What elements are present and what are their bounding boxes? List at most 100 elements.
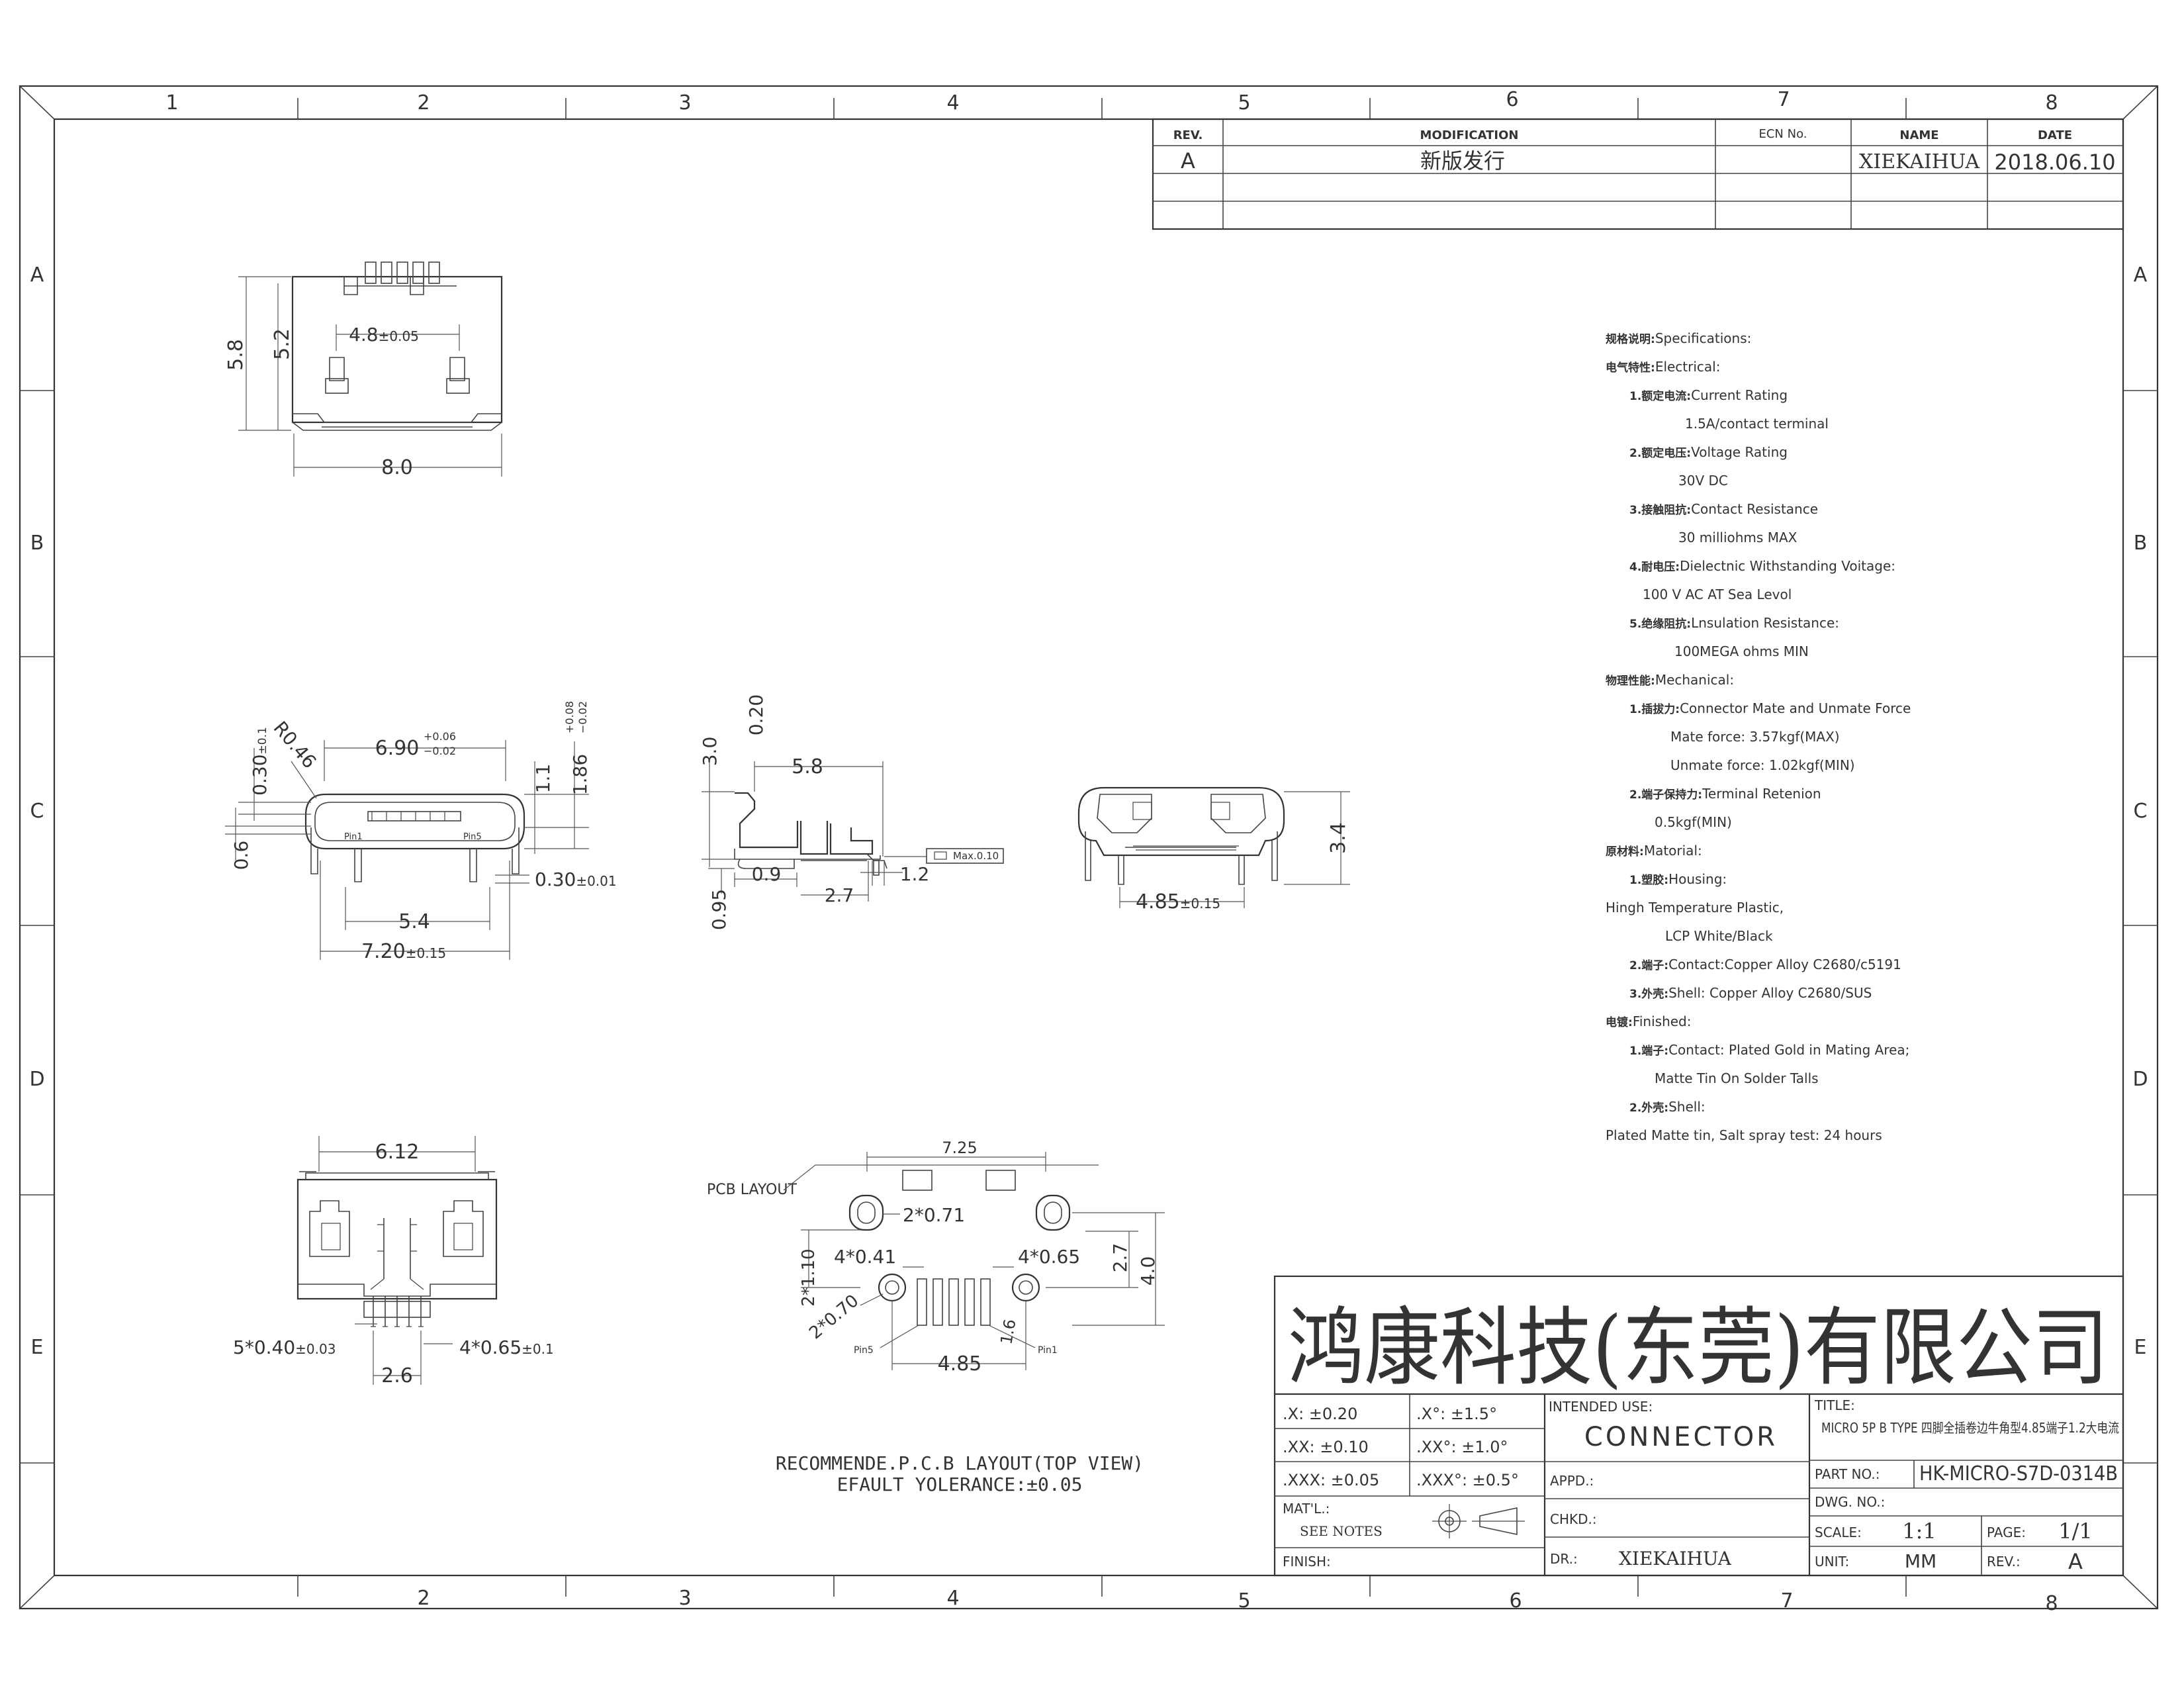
spec-line: 30 milliohms MAX (1678, 530, 1797, 545)
dim-4-85-pcb: 4.85 (938, 1352, 982, 1376)
spec-line: 1.塑胶:Housing: (1629, 871, 1727, 887)
dim-4-8: 4.8±0.05 (349, 324, 419, 346)
zone-bottom-3: 3 (678, 1587, 691, 1610)
side-view: 3.0 0.20 5.8 0.9 2.7 1.2 0.95 Max.0.10 (699, 694, 1004, 930)
dim-6-90: 6.90 (375, 737, 420, 760)
spec-line: 2.外壳:Shell: (1629, 1099, 1706, 1115)
rev-label: REV.: (1987, 1554, 2021, 1570)
unit-value: MM (1905, 1550, 1936, 1572)
date-header: DATE (2038, 128, 2072, 142)
zone-bottom-6: 6 (1509, 1589, 1522, 1613)
unit-label: UNIT: (1815, 1554, 1849, 1570)
dim-1-86-lower: −0.02 (576, 701, 589, 733)
pcb-caption-line2: EFAULT YOLERANCE:±0.05 (837, 1474, 1083, 1495)
zone-ticks (20, 98, 2158, 1597)
spec-line: 物理性能:Mechanical: (1606, 672, 1734, 688)
revision-table: REV. MODIFICATION ECN No. NAME DATE A 新版… (1152, 118, 2124, 230)
zone-left-d: D (29, 1068, 44, 1091)
dim-7-20: 7.20±0.15 (361, 940, 446, 963)
intended-use-value: CONNECTOR (1584, 1422, 1778, 1452)
dim-6-90-upper: +0.06 (424, 730, 456, 743)
dim-0-6: 0.6 (230, 841, 252, 870)
zone-top-7: 7 (1777, 88, 1790, 111)
spec-line: LCP White/Black (1665, 928, 1773, 944)
pcb-layout-label: PCB LAYOUT (707, 1182, 797, 1198)
pin5-label: Pin5 (463, 832, 482, 842)
spec-line: 电气特性:Electrical: (1606, 359, 1720, 375)
zone-bottom-8: 8 (2045, 1592, 2058, 1615)
spec-line: 30V DC (1678, 473, 1728, 489)
spec-line: 2.端子:Contact:Copper Alloy C2680/c5191 (1629, 957, 1901, 972)
dim-0-95: 0.95 (708, 889, 730, 930)
finish-label: FINISH: (1283, 1554, 1331, 1570)
sheet-border (19, 85, 2159, 1610)
page-value: 1/1 (2058, 1519, 2093, 1544)
dim-5-2: 5.2 (271, 328, 294, 360)
rev-block-value: A (2068, 1549, 2083, 1574)
name-value: XIEKAIHUA (1859, 150, 1979, 173)
appd-label: APPD.: (1550, 1473, 1594, 1489)
zone-left-e: E (31, 1336, 44, 1359)
dim-1-86: 1.86 (569, 754, 591, 795)
zone-left-c: C (30, 800, 44, 823)
dim-2-6-bottom: 2.6 (381, 1364, 413, 1387)
spec-line: 0.5kgf(MIN) (1655, 814, 1732, 830)
dim-4x0-65-pcb: 4*0.65 (1018, 1246, 1080, 1268)
spec-line: 原材料:Matorial: (1606, 843, 1702, 859)
intended-use-label: INTENDED USE: (1549, 1399, 1653, 1415)
dr-value: XIEKAIHUA (1619, 1548, 1732, 1570)
company-name: 鸿康科技(东莞)有限公司 (1288, 1299, 2109, 1397)
dim-6-12: 6.12 (375, 1141, 420, 1164)
title-block: 鸿康科技(东莞)有限公司 .X: ±0.20 .X°: ±1.5° .XX: ±… (1273, 1275, 2124, 1577)
dim-0-30: 0.30±0.1 (249, 727, 271, 796)
matl-value: SEE NOTES (1300, 1523, 1383, 1539)
spec-line: 1.额定电流:Current Rating (1629, 387, 1788, 403)
dim-4-85-rear: 4.85±0.15 (1136, 890, 1220, 914)
top-view: 5.8 5.2 4.8±0.05 8.0 (224, 261, 503, 479)
part-no-value: HK-MICRO-S7D-0314B (1919, 1462, 2118, 1485)
dim-1-86-upper: +0.08 (563, 701, 576, 733)
matl-label: MAT'L.: (1283, 1501, 1330, 1517)
specifications-list: 规格说明:Specifications: 电气特性:Electrical: 1.额定… (1606, 330, 1911, 1143)
ecn-header: ECN No. (1758, 127, 1807, 141)
bottom-view: 6.12 5*0.40±0.03 4*0.65±0.1 2.6 (233, 1136, 554, 1387)
spec-line: 2.额定电压:Voltage Rating (1629, 444, 1788, 460)
zone-bottom-2: 2 (417, 1587, 430, 1610)
part-no-label: PART NO.: (1815, 1466, 1880, 1482)
zone-left-b: B (30, 532, 44, 555)
spec-line: 电镀:Finished: (1606, 1013, 1691, 1029)
spec-line: 1.端子:Contact: Plated Gold in Mating Area… (1629, 1042, 1909, 1058)
dim-r-0-46: R0.46 (269, 717, 321, 773)
name-header: NAME (1899, 128, 1938, 142)
dim-1-1: 1.1 (532, 764, 554, 794)
zone-top-3: 3 (678, 91, 691, 115)
dim-0-30-pin: 0.30±0.01 (535, 868, 617, 890)
dim-7-25: 7.25 (942, 1139, 977, 1157)
rev-value: A (1181, 148, 1195, 173)
dim-1-6: 1.6 (997, 1318, 1019, 1346)
spec-line: 规格说明:Specifications: (1606, 330, 1751, 346)
flatness-note: Max.0.10 (953, 850, 999, 862)
title-value: MICRO 5P B TYPE 四脚全插卷边牛角型4.85端子1.2大电流 (1821, 1420, 2119, 1436)
spec-line: 3.接触阻抗:Contact Resistance (1629, 501, 1818, 517)
pin1-label: Pin1 (344, 832, 363, 842)
dim-4x0-65: 4*0.65±0.1 (459, 1336, 554, 1358)
zone-left-a: A (30, 263, 44, 287)
zone-top-1: 1 (165, 91, 178, 115)
spec-line: 1.5A/contact terminal (1685, 416, 1829, 432)
modification-header: MODIFICATION (1420, 128, 1519, 142)
zone-labels: 1 2 3 4 5 6 7 8 2 3 4 5 6 7 8 A B C D E … (29, 88, 2148, 1615)
spec-line: Hingh Temperature Plastic, (1606, 900, 1784, 915)
dim-1-2: 1.2 (900, 863, 930, 885)
tol-x: .X: ±0.20 (1283, 1405, 1357, 1423)
zone-right-e: E (2134, 1336, 2147, 1359)
dim-8-0: 8.0 (381, 456, 413, 479)
zone-top-4: 4 (946, 91, 959, 115)
spec-line: Mate force: 3.57kgf(MAX) (1670, 729, 1840, 745)
zone-bottom-7: 7 (1780, 1589, 1793, 1613)
pcb-pin5-label: Pin5 (854, 1345, 874, 1356)
dim-3-0: 3.0 (699, 737, 721, 767)
dr-label: DR.: (1550, 1551, 1578, 1567)
rear-view: 3.4 4.85±0.15 (1077, 786, 1350, 914)
